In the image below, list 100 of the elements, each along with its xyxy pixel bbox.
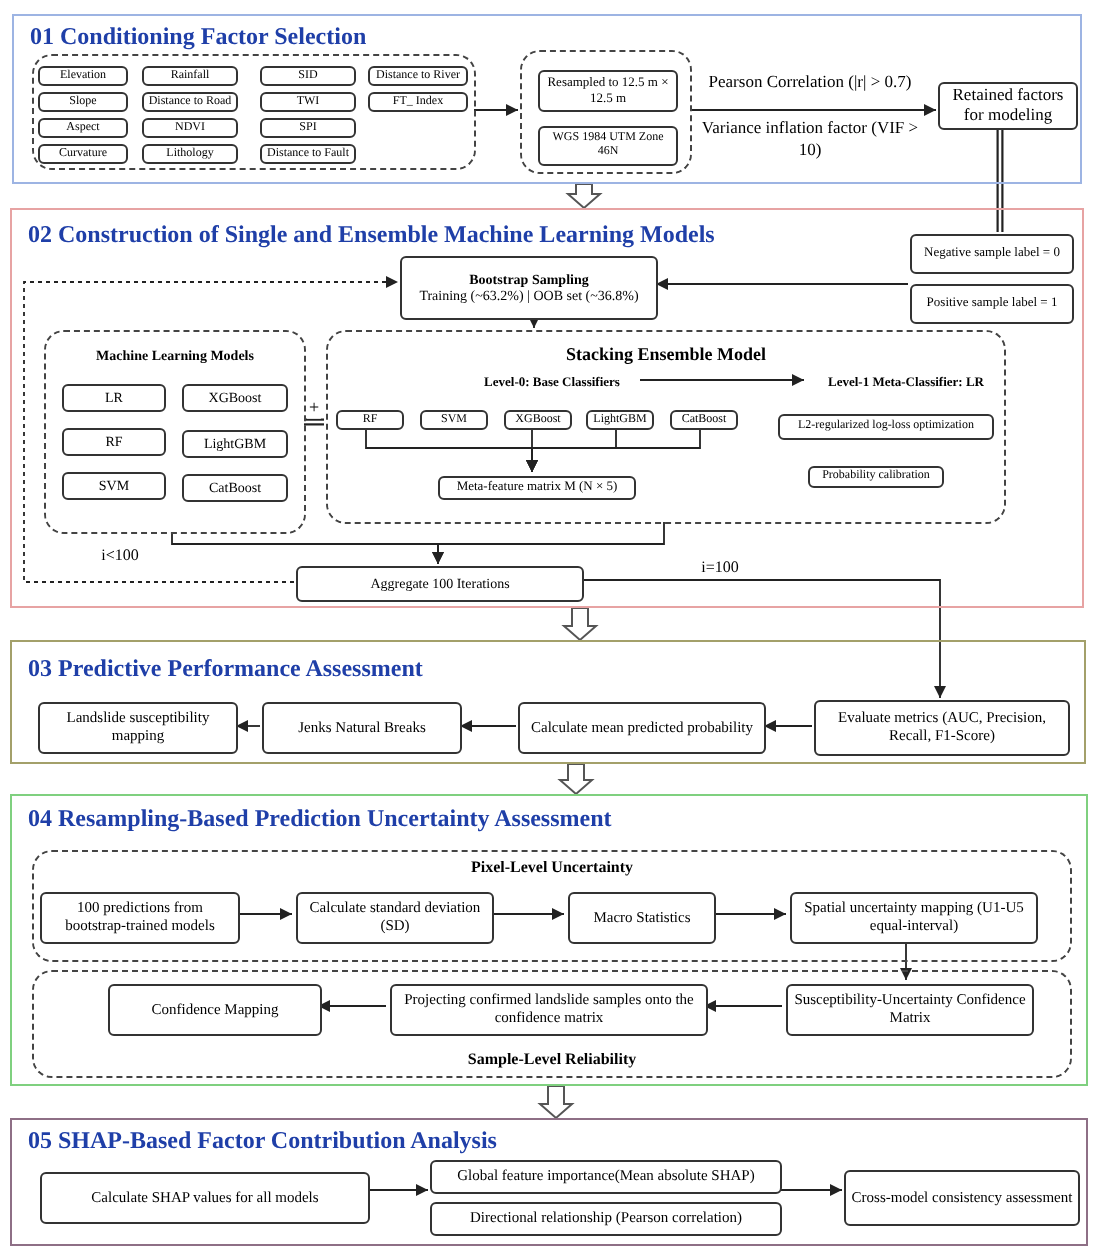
block-arrow (557, 763, 595, 796)
process-box (182, 430, 288, 458)
process-box (430, 1160, 782, 1194)
block-arrow (565, 183, 603, 210)
process-box (938, 82, 1078, 130)
process-box (38, 702, 238, 754)
process-box (260, 118, 356, 138)
dashed-group-box (44, 330, 306, 534)
arrow (528, 316, 540, 329)
process-box (142, 92, 238, 112)
process-box (790, 892, 1038, 944)
note-label: Variance inflation factor (VIF > 10) (699, 116, 921, 160)
process-box (38, 144, 128, 164)
process-box (368, 92, 468, 112)
process-box (336, 410, 404, 430)
process-box (108, 984, 322, 1036)
process-box (910, 284, 1074, 324)
process-box (586, 410, 654, 430)
process-box (262, 702, 462, 754)
process-box (62, 384, 166, 412)
arrow (639, 374, 805, 386)
process-box (260, 92, 356, 112)
arrow (703, 1000, 783, 1012)
process-box (142, 66, 238, 86)
arrow (473, 104, 519, 116)
process-box (670, 410, 738, 430)
arrow (779, 1184, 843, 1196)
block-arrow (537, 1085, 575, 1120)
edge-label: i<100 (99, 546, 141, 566)
process-box (62, 472, 166, 500)
arrow (367, 1184, 429, 1196)
section-title: 02 Construction of Single and Ensemble Machine Learning Models (28, 220, 715, 248)
box-label: Retained factors for modeling (950, 86, 1066, 126)
process-box (786, 984, 1034, 1036)
process-box (260, 66, 356, 86)
section-panel (10, 640, 1086, 764)
double-line (996, 128, 1004, 232)
process-box (518, 702, 766, 754)
process-box (808, 466, 944, 488)
process-box (400, 256, 658, 320)
group-title: Sample-Level Reliability (467, 1050, 637, 1070)
section-title: 04 Resampling-Based Prediction Uncertainty Assessment (28, 804, 612, 832)
process-box (430, 1202, 782, 1236)
group-title: Stacking Ensemble Model (566, 344, 766, 367)
block-arrow (561, 607, 599, 642)
process-box (844, 1170, 1080, 1226)
arrow (526, 425, 701, 473)
section-panel (10, 1118, 1088, 1246)
dashed-group-box (520, 50, 692, 174)
edge-label: + (306, 396, 322, 420)
process-box (40, 892, 240, 944)
arrow (235, 908, 293, 920)
group-title: Pixel-Level Uncertainty (470, 858, 634, 878)
process-box (390, 984, 708, 1036)
process-box (260, 144, 356, 164)
process-box (40, 1172, 370, 1224)
section-panel (10, 794, 1088, 1086)
process-box (568, 892, 716, 944)
double-line (304, 418, 324, 426)
arrow (711, 908, 787, 920)
process-box (538, 70, 678, 112)
dashed-group-box (32, 970, 1072, 1078)
process-box (38, 66, 128, 86)
arrow (23, 276, 399, 583)
arrow (655, 278, 909, 290)
process-box (182, 474, 288, 502)
section-panel (12, 14, 1082, 184)
section-title: 05 SHAP-Based Factor Contribution Analysis (28, 1126, 497, 1154)
arrow (489, 908, 565, 920)
process-box (38, 92, 128, 112)
process-box (504, 410, 572, 430)
process-box (296, 892, 494, 944)
section-panel (10, 208, 1084, 608)
arrow (432, 521, 665, 565)
process-box (778, 414, 994, 440)
dashed-group-box (326, 330, 1006, 524)
process-box (142, 144, 238, 164)
arrow (689, 104, 937, 116)
process-box (420, 410, 488, 430)
arrow (459, 720, 517, 732)
process-box (182, 384, 288, 412)
arrow (235, 720, 261, 732)
process-box (438, 476, 636, 500)
arrow (763, 720, 813, 732)
process-box (38, 118, 128, 138)
process-box (814, 700, 1070, 756)
arrow (317, 1000, 387, 1012)
arrow (900, 939, 912, 981)
process-box (62, 428, 166, 456)
dashed-group-box (32, 54, 476, 170)
section-title: 01 Conditioning Factor Selection (30, 22, 367, 50)
process-box (538, 126, 678, 166)
process-box (368, 66, 468, 86)
arrow (581, 579, 946, 699)
section-title: 03 Predictive Performance Assessment (28, 654, 423, 682)
edge-label: i=100 (699, 558, 741, 578)
dashed-group-box (32, 850, 1072, 962)
process-box (142, 118, 238, 138)
process-box (296, 566, 584, 602)
process-box (910, 234, 1074, 274)
